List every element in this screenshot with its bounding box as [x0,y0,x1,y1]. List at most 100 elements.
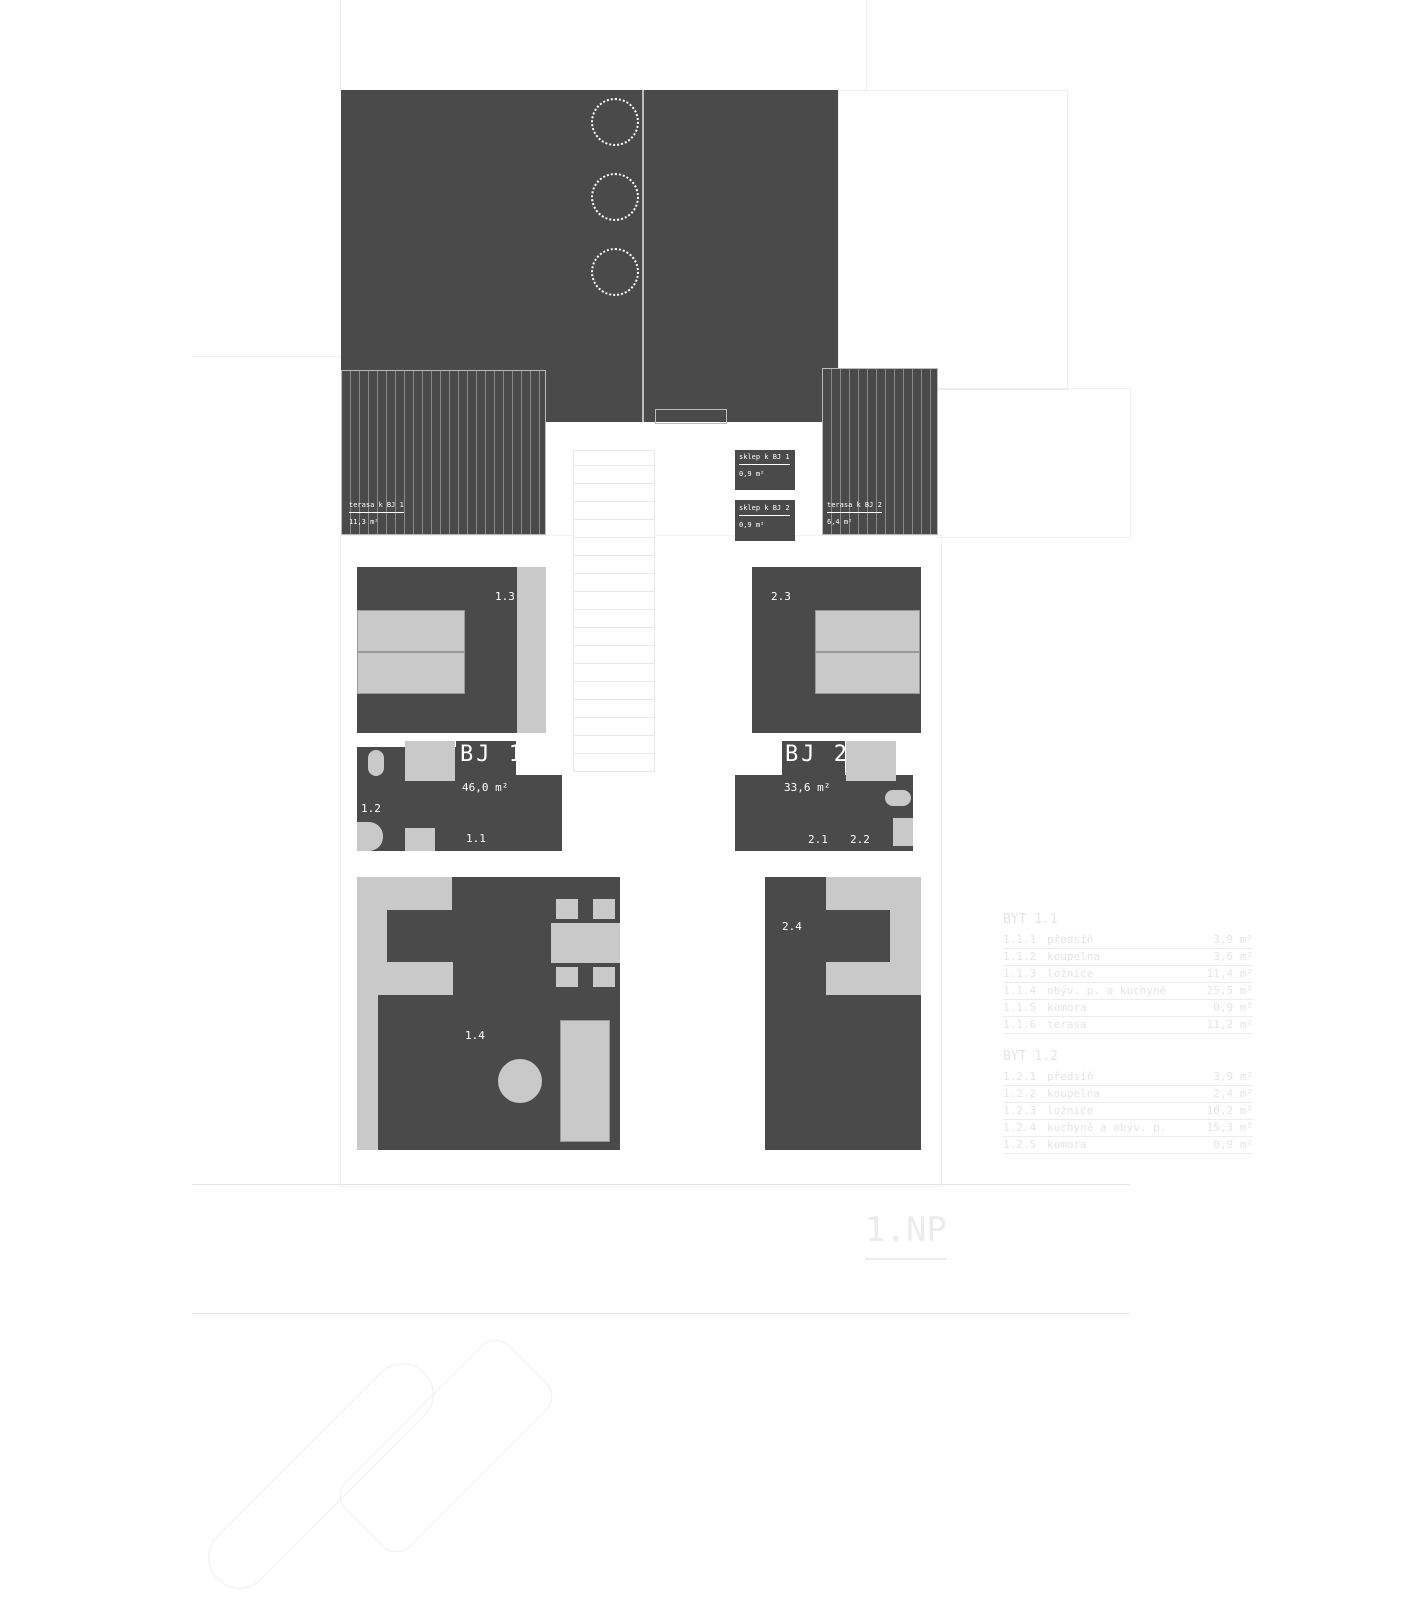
terrace-bj1-name: terasa k BJ 1 [349,501,404,513]
schedule-row: 1.2.4 kuchyně a obýv. p. 15,3 m² [1003,1120,1253,1137]
chair [593,967,615,987]
room-1-1-hall [456,741,516,851]
neighbor-outline [937,388,1131,538]
row-area: 3,9 m² [1213,933,1253,946]
row-area: 0,9 m² [1213,1138,1253,1151]
kitchen-island [387,962,453,995]
room-2-1-hall [782,741,845,781]
cellar-bj1-area: 0,9 m² [739,470,765,478]
terrace-bj1 [341,370,546,535]
cellar-bj2-area: 0,9 m² [739,521,765,529]
row-name: koupelna [1047,1087,1100,1100]
bed [357,652,465,694]
room-2-1-hall [735,775,845,851]
cellar-bj2-name: sklep k BJ 2 [739,504,790,516]
street-line [192,1313,1130,1314]
room-label: 1.1 [466,832,486,845]
cellar-bj2 [735,500,795,541]
site-outline [340,0,867,91]
shower [846,741,896,781]
row-id: 1.1.5 [1003,1001,1037,1014]
terrace-bj1-label: terasa k BJ 1 11,3 m² [349,501,404,527]
neighbor-outline [838,90,1068,390]
row-area: 25,5 m² [1206,984,1253,997]
site-line [192,356,342,357]
sink [893,818,913,846]
row-id: 1.1.1 [1003,933,1037,946]
cellar-bj1 [735,450,795,490]
row-name: terasa [1047,1018,1087,1031]
unit-label: BJ 1 [460,742,525,767]
row-area: 11,2 m² [1206,1018,1253,1031]
cellar-bj1-name: sklep k BJ 1 [739,453,790,465]
toilet [368,750,384,776]
row-area: 2,4 m² [1213,1087,1253,1100]
room-label: 1.2 [361,802,381,815]
gate [655,409,727,424]
row-name: obýv. p. a kuchyně [1047,984,1167,997]
row-name: předsíň [1047,1070,1094,1083]
kitchen-island [826,962,890,995]
unit-label: BJ 2 [785,742,850,767]
row-name: kuchyně a obýv. p. [1047,1121,1167,1134]
garden-divider [642,90,644,422]
schedule-row: 1.1.6 terasa 11,2 m² [1003,1017,1253,1034]
room-1-1-hall [510,775,562,851]
schedule-row: 1.1.1 předsíň 3,9 m² [1003,932,1253,949]
coffee-table [498,1059,542,1103]
kitchen-counter [357,910,387,995]
floor-label: 1.NP [865,1210,947,1260]
tree-icon [591,173,639,221]
street-line [192,1184,1130,1185]
kitchen-counter [890,877,921,995]
room-label: 2.4 [782,920,802,933]
terrace-bj1-area: 11,3 m² [349,518,379,526]
row-id: 1.2.2 [1003,1087,1037,1100]
row-id: 1.1.3 [1003,967,1037,980]
row-id: 1.2.5 [1003,1138,1037,1151]
schedule-row: 1.2.2 koupelna 2,4 m² [1003,1086,1253,1103]
row-id: 1.1.4 [1003,984,1037,997]
chair [556,967,578,987]
row-area: 15,3 m² [1206,1121,1253,1134]
unit-area: 46,0 m² [462,781,509,794]
terrace-bj2 [822,368,938,535]
row-name: koupelna [1047,950,1100,963]
sofa [560,1020,610,1142]
bed [815,652,920,694]
row-area: 10,2 m² [1206,1104,1253,1117]
shower [405,741,455,781]
schedule-row: 1.2.3 ložnice 10,2 m² [1003,1103,1253,1120]
row-name: ložnice [1047,1104,1094,1117]
bed [815,610,920,652]
row-id: 1.2.1 [1003,1070,1037,1083]
row-name: předsíň [1047,933,1094,946]
room-label: 1.4 [465,1029,485,1042]
room-label: 2.2 [850,833,870,846]
cellar-bj1-label: sklep k BJ 1 0,9 m² [739,453,790,479]
row-name: ložnice [1047,967,1094,980]
room-label: 2.3 [771,590,791,603]
row-id: 1.1.6 [1003,1018,1037,1031]
staircase [573,450,655,772]
sink [405,828,435,851]
bed [357,610,465,652]
schedule-title: BYT 1.2 [1003,1049,1058,1064]
row-id: 1.2.4 [1003,1121,1037,1134]
room-label: 2.1 [808,833,828,846]
toilet [885,790,911,806]
tree-icon [591,248,639,296]
row-id: 1.1.2 [1003,950,1037,963]
chair [556,899,578,919]
chair [593,899,615,919]
row-id: 1.2.3 [1003,1104,1037,1117]
schedule-title: BYT 1.1 [1003,912,1058,927]
row-area: 0,9 m² [1213,1001,1253,1014]
cellar-bj2-label: sklep k BJ 2 0,9 m² [739,504,790,530]
